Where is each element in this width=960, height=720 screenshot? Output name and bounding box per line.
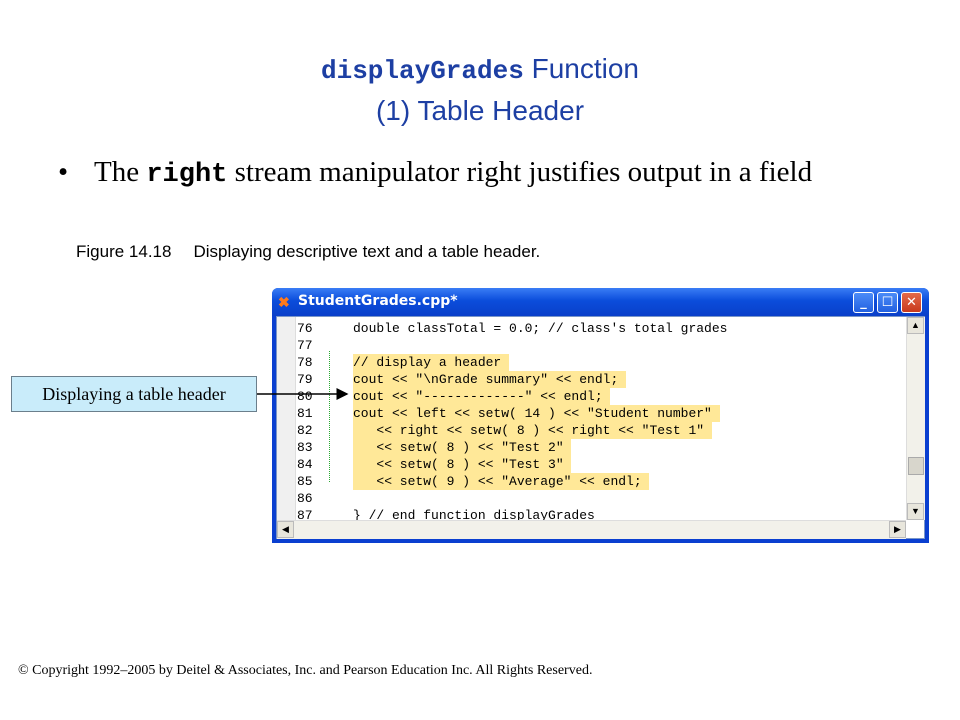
bullet-icon: • — [58, 156, 69, 188]
code-text: double classTotal = 0.0; // class's tota… — [353, 321, 728, 336]
code-text: cout << "-------------" << endl; — [353, 388, 611, 405]
code-text: cout << left << setw( 14 ) << "Student n… — [353, 405, 720, 422]
vertical-scrollbar[interactable]: ▲ ▼ — [906, 317, 925, 520]
figure-caption: Figure 14.18 Displaying descriptive text … — [76, 242, 540, 262]
code-text: << setw( 8 ) << "Test 2" — [353, 439, 572, 456]
close-icon: ✕ — [906, 295, 917, 310]
close-button[interactable]: ✕ — [901, 292, 922, 313]
bullet-point: • The right stream manipulator right just… — [58, 156, 812, 190]
callout-label: Displaying a table header — [11, 376, 257, 412]
scroll-thumb[interactable] — [908, 457, 924, 475]
horizontal-scrollbar[interactable]: ◀ ▶ — [277, 520, 906, 539]
line-number: 77 — [297, 338, 313, 353]
editor-window: ✖ StudentGrades.cpp* _ ☐ ✕ 76 double clas… — [272, 288, 929, 543]
code-text: } // end function displayGrades — [353, 508, 595, 523]
line-number: 85 — [297, 474, 313, 489]
line-number: 79 — [297, 372, 313, 387]
code-text: // display a header — [353, 354, 510, 371]
code-text: << right << setw( 8 ) << right << "Test … — [353, 422, 712, 439]
line-number: 87 — [297, 508, 313, 523]
code-text: << setw( 8 ) << "Test 3" — [353, 456, 572, 473]
window-titlebar[interactable]: ✖ StudentGrades.cpp* _ ☐ ✕ — [272, 288, 929, 316]
maximize-button[interactable]: ☐ — [877, 292, 898, 313]
scroll-left-icon[interactable]: ◀ — [277, 521, 294, 538]
maximize-icon: ☐ — [881, 295, 894, 310]
code-editor[interactable]: 76 double classTotal = 0.0; // class's to… — [276, 316, 925, 539]
line-number: 76 — [297, 321, 313, 336]
bullet-pre: The — [94, 156, 147, 188]
figure-number: Figure 14.18 — [76, 242, 172, 261]
copyright-footer: © Copyright 1992–2005 by Deitel & Associ… — [18, 663, 593, 678]
line-number: 80 — [297, 389, 313, 404]
line-number: 81 — [297, 406, 313, 421]
minimize-icon: _ — [860, 295, 867, 310]
line-number: 84 — [297, 457, 313, 472]
code-text: cout << "\nGrade summary" << endl; — [353, 371, 627, 388]
scroll-up-icon[interactable]: ▲ — [907, 317, 924, 334]
minimize-button[interactable]: _ — [853, 292, 874, 313]
bullet-code: right — [146, 160, 228, 190]
line-number: 78 — [297, 355, 313, 370]
line-number: 86 — [297, 491, 313, 506]
line-number: 83 — [297, 440, 313, 455]
scroll-right-icon[interactable]: ▶ — [889, 521, 906, 538]
app-icon: ✖ — [278, 294, 290, 310]
code-text: << setw( 9 ) << "Average" << endl; — [353, 473, 650, 490]
scroll-down-icon[interactable]: ▼ — [907, 503, 924, 520]
window-title: StudentGrades.cpp* — [298, 293, 458, 309]
change-marker — [329, 351, 330, 482]
slide-subtitle: (1) Table Header — [375, 95, 585, 126]
slide-title: displayGrades Function — [0, 50, 960, 90]
line-number: 82 — [297, 423, 313, 438]
slide-title-text: Function — [523, 53, 639, 84]
bullet-post: stream manipulator right justifies outpu… — [227, 156, 813, 188]
editor-gutter — [277, 317, 296, 520]
slide-title-code: displayGrades — [320, 56, 524, 86]
figure-caption-text: Displaying descriptive text and a table … — [193, 242, 541, 261]
